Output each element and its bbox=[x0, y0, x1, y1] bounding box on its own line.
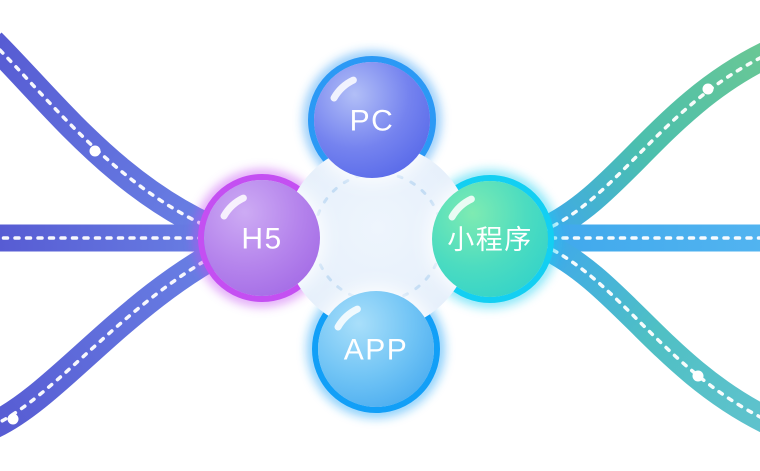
dash-line-right-top bbox=[541, 56, 760, 233]
node-mini-program: 小程序 bbox=[432, 181, 548, 297]
node-h5: H5 bbox=[204, 180, 320, 296]
dash-line-right-bottom bbox=[541, 243, 760, 419]
flow-dot bbox=[89, 145, 101, 157]
flow-lines-right bbox=[537, 42, 760, 433]
node-label-mini-program: 小程序 bbox=[447, 225, 533, 255]
node-app: APP bbox=[318, 291, 434, 407]
sphere-highlight bbox=[448, 195, 475, 221]
node-pc: PC bbox=[314, 62, 430, 178]
sphere-highlight bbox=[220, 194, 247, 220]
flow-dot bbox=[7, 413, 19, 425]
hub-circle bbox=[285, 144, 471, 330]
flow-dot bbox=[702, 83, 714, 95]
sphere-highlight bbox=[330, 76, 357, 102]
sphere-highlight bbox=[334, 305, 361, 331]
node-label-h5: H5 bbox=[241, 223, 282, 256]
node-label-app: APP bbox=[344, 334, 409, 367]
flow-dot bbox=[692, 370, 704, 382]
node-label-pc: PC bbox=[350, 105, 395, 138]
